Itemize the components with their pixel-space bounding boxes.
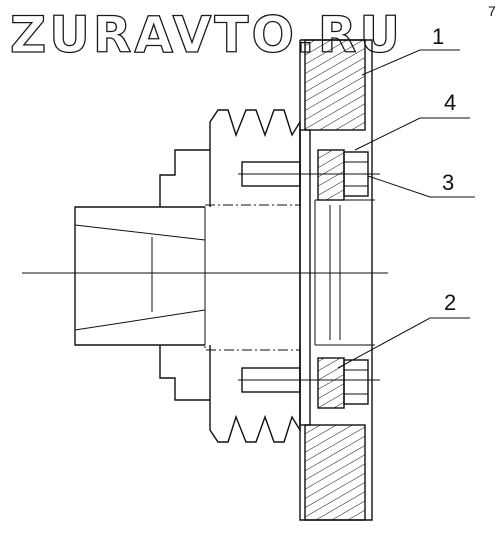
callout-4-label: 4 [444,90,456,115]
callout-3-label: 3 [442,170,454,195]
pulley-step-bottom [159,345,210,401]
flange-plate [299,129,375,426]
callout-3: 3 [367,170,475,198]
hub-hidden-contour [204,204,301,351]
bolt-top [238,149,380,201]
callout-2-label: 2 [444,290,456,315]
pulley-grooves-bottom [209,345,301,443]
bolt-bottom [238,357,380,409]
pulley-step-top [159,149,210,207]
pulley-grooves-top [209,109,301,207]
callout-1-label: 1 [432,24,444,49]
damper-ring [299,39,373,521]
callout-4: 4 [354,90,470,151]
callout-2: 2 [337,290,470,369]
callout-1: 1 [361,24,460,76]
corner-mark: 7 [488,3,496,19]
hub-body [74,206,206,346]
